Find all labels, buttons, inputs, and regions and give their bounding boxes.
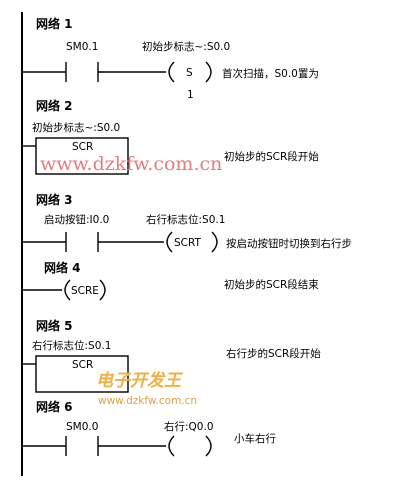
network-1-coil-param: 1 — [187, 89, 194, 101]
network-5-box-label: 右行标志位:S0.1 — [32, 339, 111, 352]
watermark-brand: 电子开发王 — [96, 371, 183, 391]
network-1-contact-label: SM0.1 — [66, 41, 98, 53]
network-4-coil-symbol: SCRE — [71, 285, 99, 297]
network-1-comment: 首次扫描，S0.0置为 — [222, 67, 319, 80]
network-1-rung — [22, 61, 212, 83]
network-2-comment: 初始步的SCR段开始 — [224, 150, 319, 163]
network-5-comment: 右行步的SCR段开始 — [226, 347, 321, 360]
watermark-url-small: www.dzkfw.com.cn — [98, 395, 197, 407]
network-4-comment: 初始步的SCR段结束 — [224, 278, 319, 291]
network-2-box-label: 初始步标志~:S0.0 — [32, 121, 120, 134]
network-2-scr-box — [22, 137, 129, 175]
network-6-coil-label: 右行:Q0.0 — [164, 420, 214, 433]
network-6-comment: 小车右行 — [234, 432, 276, 445]
network-3-header: 网络 3 — [36, 192, 73, 207]
network-1-header: 网络 1 — [36, 16, 73, 31]
network-3-comment: 按启动按钮时切换到右行步 — [226, 237, 352, 250]
network-3-contact-label: 启动按钮:I0.0 — [44, 213, 109, 226]
network-4-header: 网络 4 — [44, 260, 81, 275]
network-3-rung — [22, 231, 218, 253]
network-1-coil-symbol: S — [186, 67, 193, 79]
network-3-coil-label: 右行标志位:S0.1 — [146, 213, 225, 226]
network-4-rung — [22, 279, 106, 301]
network-3-coil-symbol: SCRT — [174, 237, 202, 249]
network-6-header: 网络 6 — [36, 399, 73, 414]
network-1-coil-label: 初始步标志~:S0.0 — [142, 40, 230, 53]
network-5-scr-box — [22, 355, 129, 393]
network-2-box-title: SCR — [72, 141, 93, 153]
network-5-header: 网络 5 — [36, 318, 73, 333]
network-6-contact-label: SM0.0 — [66, 421, 98, 433]
network-2-header: 网络 2 — [36, 98, 73, 113]
watermark-url: www.dzkfw.com.cn — [40, 153, 222, 175]
network-6-rung — [22, 435, 212, 457]
network-5-box-title: SCR — [72, 359, 93, 371]
